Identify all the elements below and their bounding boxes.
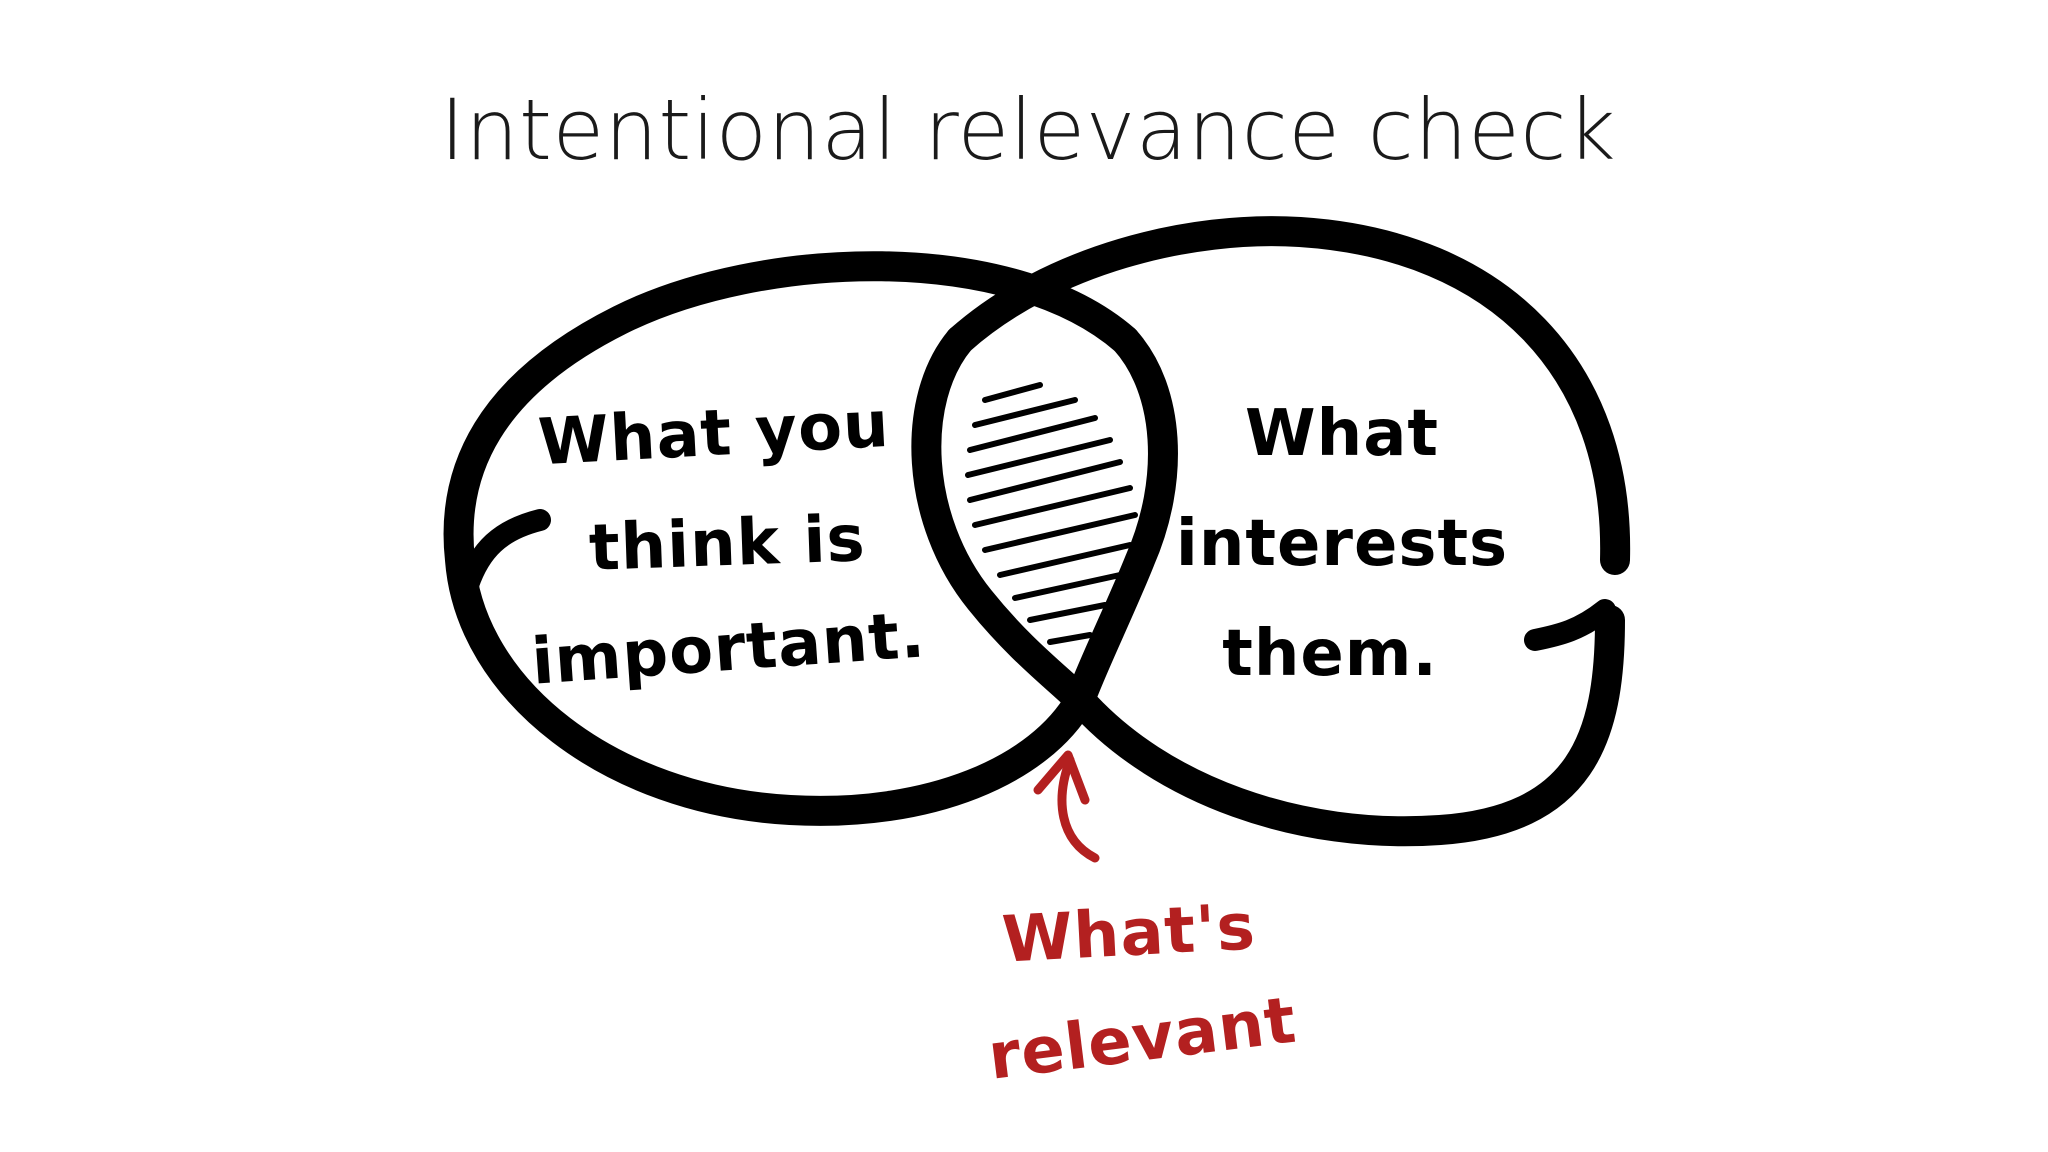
right-text-line-2: interests <box>1176 507 1508 581</box>
right-circle <box>945 216 1631 847</box>
left-text-line-2: think is <box>588 502 867 586</box>
right-circle-tail <box>1524 599 1616 651</box>
overlap-label-line-1: What's <box>1000 890 1257 977</box>
left-circle-tail <box>457 509 551 596</box>
right-text-line-3: them. <box>1222 617 1438 691</box>
left-circle <box>443 251 1140 826</box>
right-circle-inner-arc <box>911 325 1095 715</box>
right-text-line-1: What <box>1245 397 1439 471</box>
left-text-line-1: What you <box>536 388 891 480</box>
hatch-lines <box>965 382 1138 645</box>
overlap-label-line-2: relevant <box>984 984 1300 1095</box>
slide-title: Intentional relevance check <box>440 81 1617 179</box>
overlap-arrow <box>1033 750 1100 863</box>
overlap-label: What's relevant <box>984 890 1300 1094</box>
right-circle-text: What interests them. <box>1176 397 1508 691</box>
left-text-line-3: important. <box>529 598 927 699</box>
left-circle-inner-arc <box>1065 325 1178 715</box>
left-circle-text: What you think is important. <box>529 388 927 700</box>
